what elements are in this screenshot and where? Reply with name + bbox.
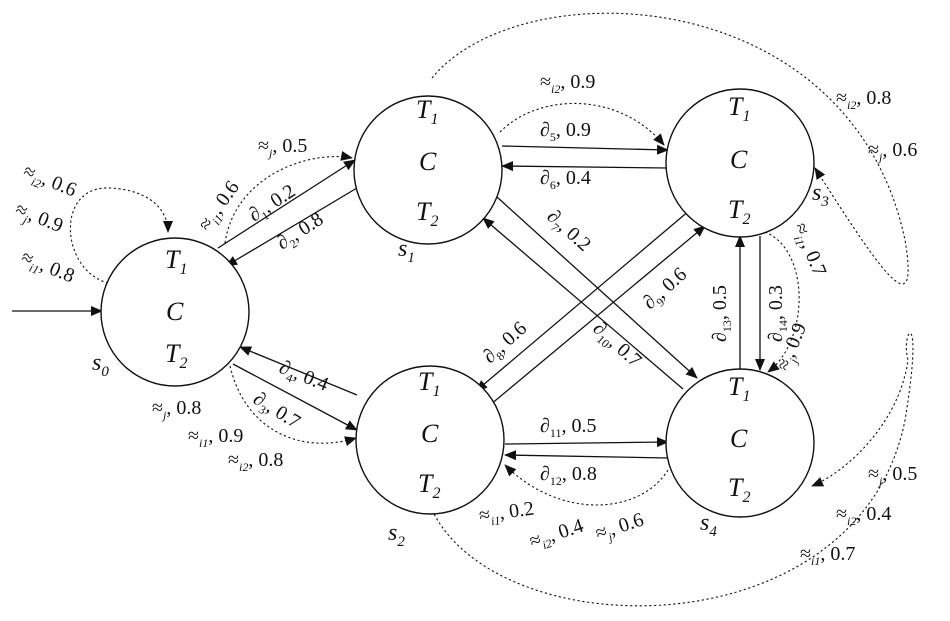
edge-label: ∂10, 0.7 xyxy=(587,317,646,374)
node-s0: T1 C T2 s0 xyxy=(92,237,250,387)
edge-label: ∂11, 0.5 xyxy=(540,415,596,440)
edge-label: ∂13, 0.5 xyxy=(709,285,734,342)
var-t1: T1 xyxy=(165,245,187,278)
edge-label: ≈j, 0.9 xyxy=(11,198,66,240)
edge-s2-s4 xyxy=(504,437,669,448)
edge-label: ∂14, 0.3 xyxy=(765,285,790,342)
edge-labels: ≈i2, 0.6 ≈j, 0.9 ≈i1, 0.8 ≈i1, 0.6 ≈j, 0… xyxy=(11,71,917,568)
var-c: C xyxy=(730,424,748,453)
edge-s3-s4-dotted xyxy=(764,231,800,373)
edge-label: ≈j, 0.8 xyxy=(152,397,201,422)
edge-s0-s2 xyxy=(232,363,358,431)
edge-label: ∂7, 0.2 xyxy=(541,205,596,258)
node-s4: T1 C T2 s4 xyxy=(665,368,815,540)
state-circle xyxy=(353,95,503,245)
edge-label: ≈j, 0.5 xyxy=(258,135,307,160)
var-c: C xyxy=(166,297,184,326)
state-label: s1 xyxy=(398,236,415,266)
edge-label: ≈i1, 0.7 xyxy=(787,220,831,281)
edge-label: ≈i2, 0.6 xyxy=(19,160,80,204)
var-t1: T1 xyxy=(418,367,440,400)
edges xyxy=(12,12,914,607)
edge-s0-s1 xyxy=(217,159,356,249)
edge-s3-s1 xyxy=(501,161,669,172)
state-circle xyxy=(665,368,815,518)
edge-label: ≈i2, 0.8 xyxy=(228,449,283,474)
state-circle xyxy=(100,237,250,387)
state-label: s2 xyxy=(388,520,405,550)
edge-label: ≈i1, 0.9 xyxy=(188,425,243,450)
edge-label: ≈i1, 0.2 xyxy=(478,497,536,529)
edge-label: ≈j, 0.6 xyxy=(868,139,917,164)
edge-s1-s0 xyxy=(225,184,363,267)
var-t2: T2 xyxy=(165,339,187,372)
var-t1: T1 xyxy=(728,372,750,405)
state-label: s3 xyxy=(812,180,829,210)
edge-label: ≈i2, 0.9 xyxy=(540,71,595,96)
var-c: C xyxy=(421,419,439,448)
edge-label: ∂4, 0.4 xyxy=(275,356,332,398)
var-t2: T2 xyxy=(416,197,438,230)
edge-s2-s4-outer xyxy=(431,332,914,607)
edge-label: ∂12, 0.8 xyxy=(540,463,597,488)
var-t2: T2 xyxy=(418,469,440,502)
edge-s1-s4 xyxy=(496,196,698,379)
edge-s3-s2 xyxy=(475,209,691,392)
edge-s4-s2 xyxy=(504,450,669,461)
edge-s4-s2-dotted xyxy=(504,464,669,506)
edge-label: ≈j, 0.5 xyxy=(868,463,917,488)
edge-label: ≈i1, 0.8 xyxy=(17,246,78,290)
edge-s1-s3-outer xyxy=(431,12,909,285)
var-t1: T1 xyxy=(416,95,438,128)
edge-label: ∂1, 0.2 xyxy=(245,180,301,229)
edge-label: ≈j, 0.6 xyxy=(593,509,648,548)
edge-label: ≈i2, 0.4 xyxy=(836,503,891,528)
edge-label: ∂9, 0.6 xyxy=(639,263,694,316)
edge-label: ∂2, 0.8 xyxy=(273,208,329,257)
edge-label: ∂3, 0.7 xyxy=(248,388,304,436)
node-s2: T1 C T2 s2 xyxy=(355,365,505,550)
edge-s2-s3 xyxy=(489,225,706,406)
edge-s0-s2-dotted xyxy=(229,365,357,446)
edge-s2-s0 xyxy=(239,346,358,396)
edge-label: ≈i2, 0.4 xyxy=(527,515,587,556)
var-t2: T2 xyxy=(728,473,750,506)
edge-label: ≈i1, 0.7 xyxy=(800,543,855,568)
edge-label: ∂8, 0.6 xyxy=(479,317,534,370)
state-circle xyxy=(665,88,815,238)
state-label: s0 xyxy=(92,350,109,380)
edge-s1-s3-dotted xyxy=(499,102,665,146)
edge-s1-s3 xyxy=(501,144,669,155)
node-s3: T1 C T2 s3 xyxy=(665,88,829,238)
edge-s4-s1 xyxy=(482,217,684,390)
state-circle xyxy=(355,365,505,515)
edge-label: ∂6, 0.4 xyxy=(540,167,591,192)
var-t2: T2 xyxy=(728,195,750,228)
var-c: C xyxy=(419,147,437,176)
state-label: s4 xyxy=(700,510,717,540)
var-t1: T1 xyxy=(728,92,750,125)
var-c: C xyxy=(730,145,748,174)
edge-label: ∂5, 0.9 xyxy=(540,119,591,144)
edge-label: ≈i2, 0.8 xyxy=(836,87,891,112)
node-s1: T1 C T2 s1 xyxy=(353,95,503,266)
